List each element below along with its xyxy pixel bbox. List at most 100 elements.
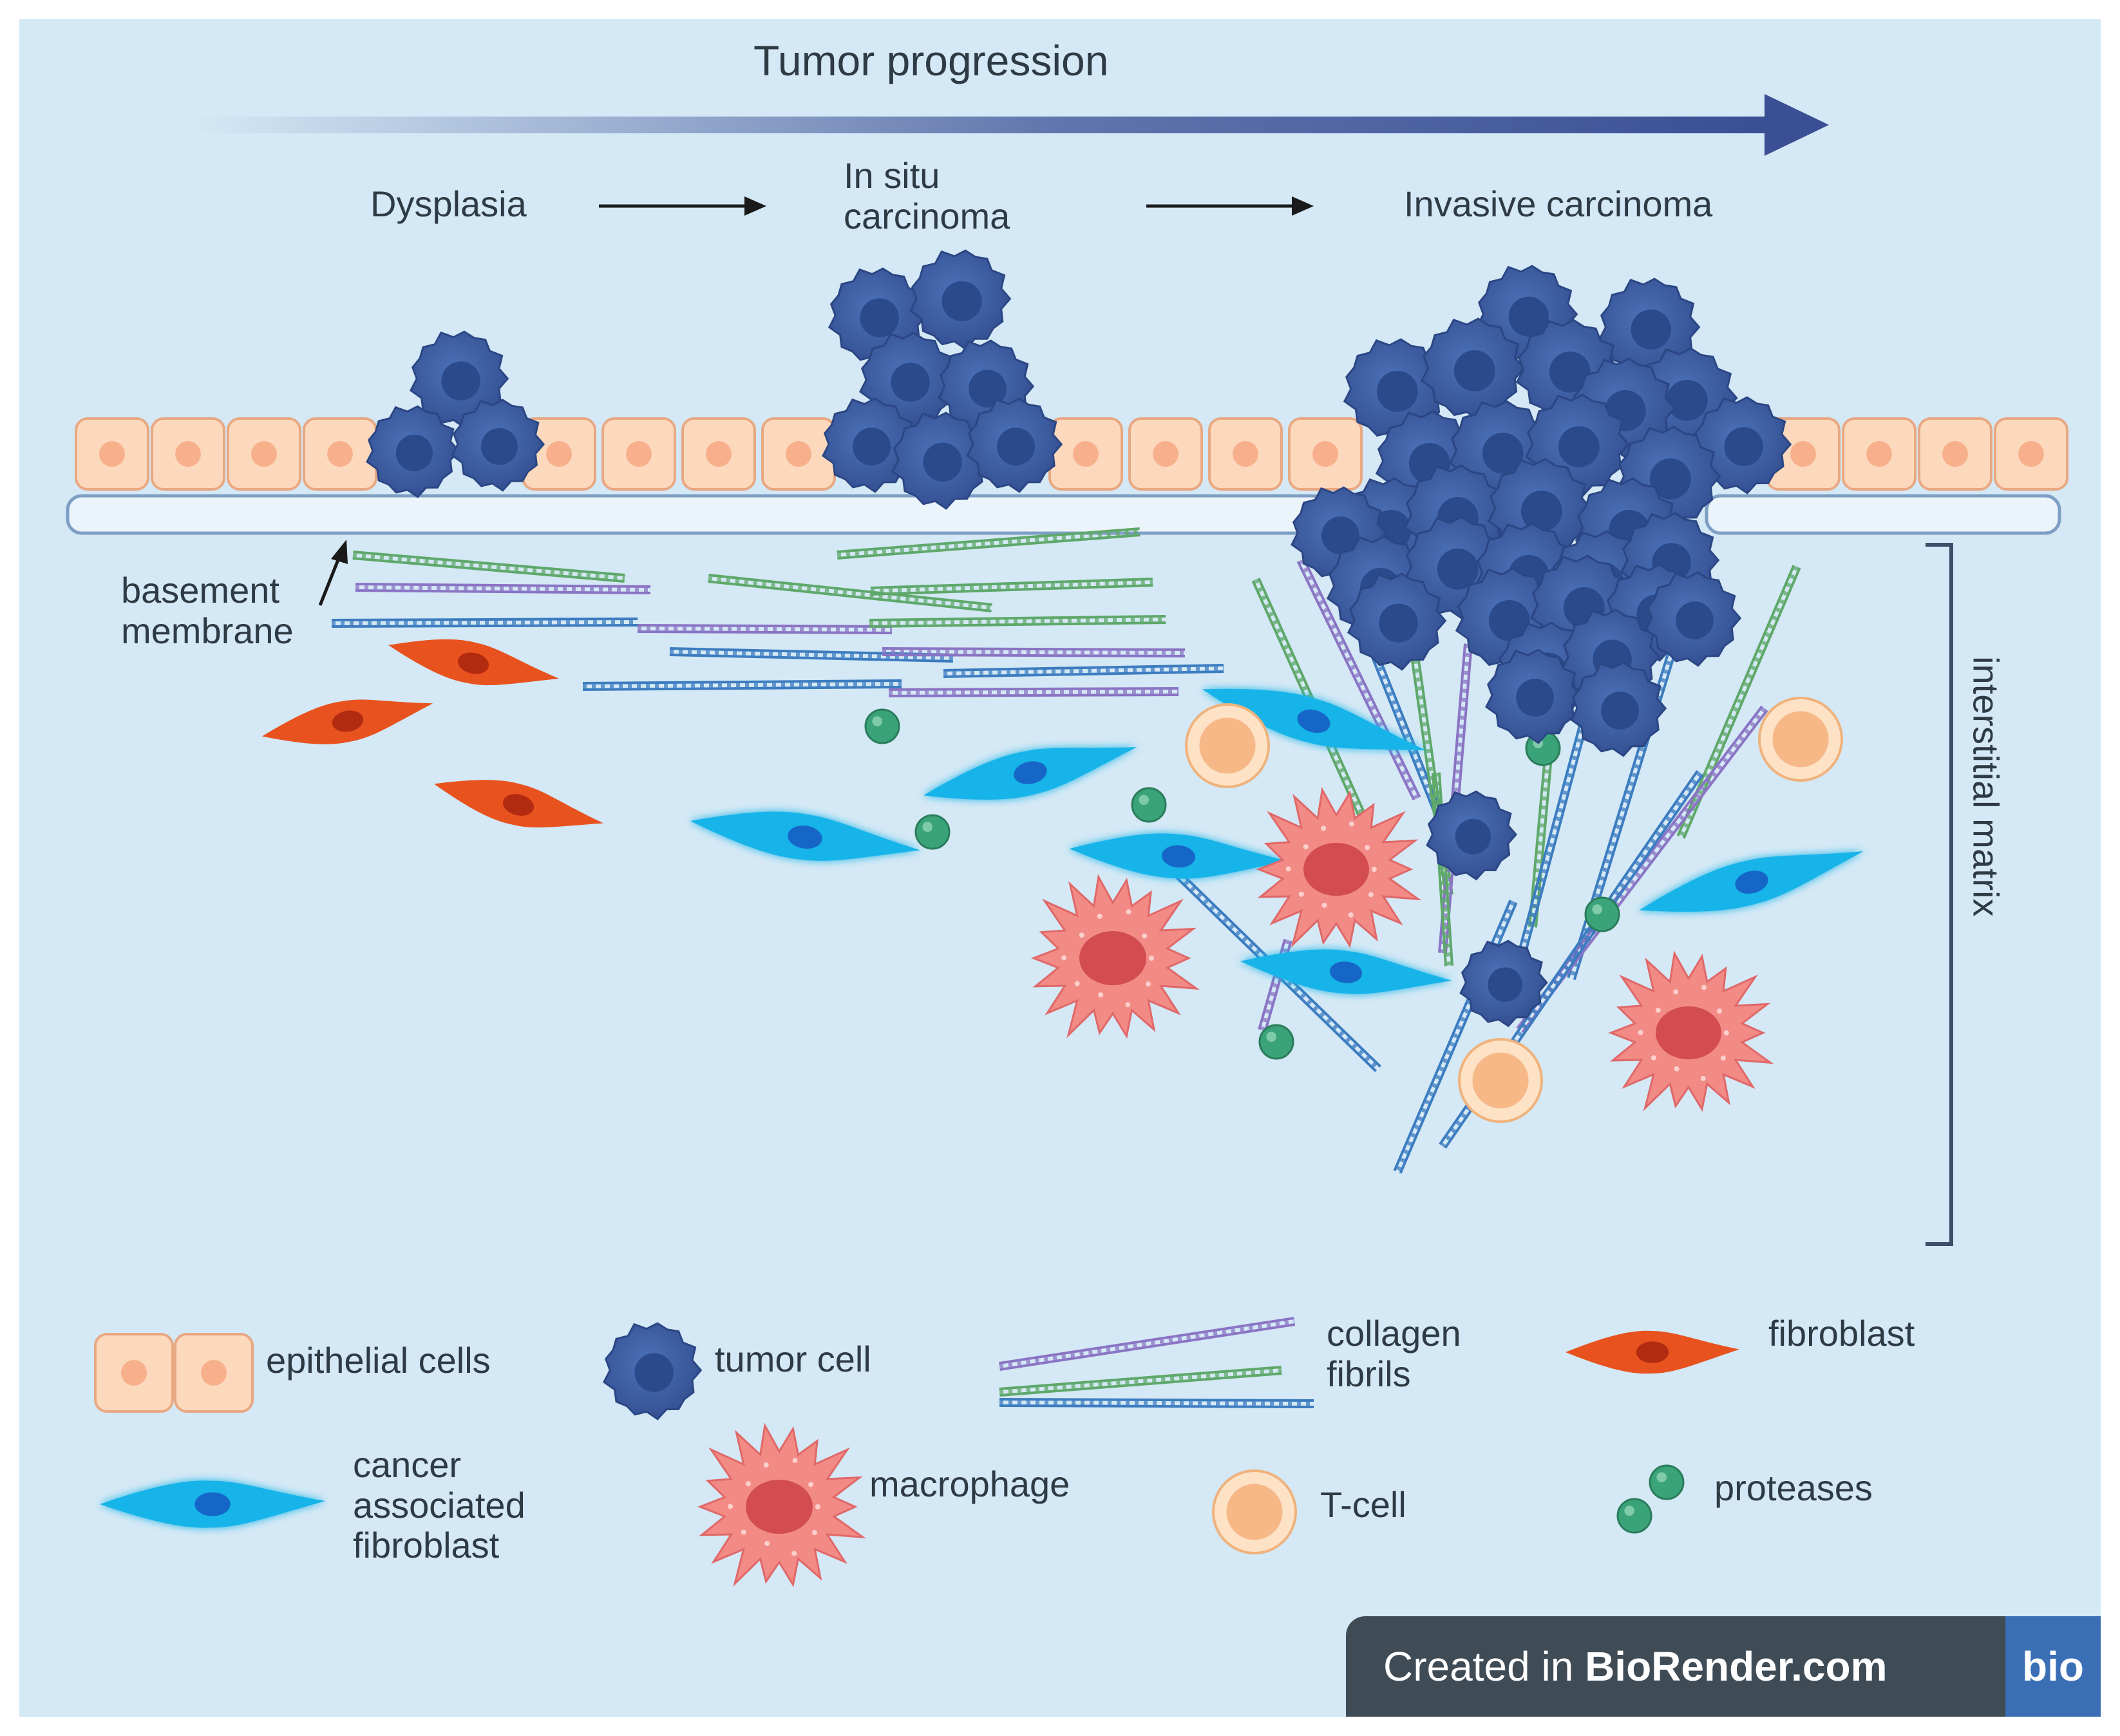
collagen-fibril bbox=[837, 527, 1140, 560]
protease bbox=[1584, 896, 1620, 932]
epithelial-layer bbox=[75, 417, 2068, 491]
collagen-fibril bbox=[582, 679, 902, 691]
t-cell bbox=[1458, 1038, 1543, 1123]
epithelial-cell bbox=[1208, 417, 1283, 491]
collagen-fibril bbox=[637, 624, 893, 634]
cancer-associated-fibroblast bbox=[690, 811, 920, 861]
interstitial-matrix-bracket bbox=[1926, 543, 1953, 1246]
collagen-fibril bbox=[888, 687, 1179, 697]
legend-icons bbox=[94, 1317, 1739, 1588]
epithelial-cell bbox=[1918, 417, 1992, 491]
protease bbox=[1616, 1498, 1652, 1534]
collagen-fibril bbox=[999, 1398, 1314, 1408]
basement-membrane bbox=[66, 494, 2061, 535]
tumor-cell bbox=[1459, 939, 1548, 1028]
macrophage bbox=[1256, 786, 1422, 948]
legend-label-tcell: T-cell bbox=[1320, 1484, 1406, 1525]
legend-label-caf: cancer associated fibroblast bbox=[353, 1444, 525, 1566]
epithelial-cell bbox=[174, 1333, 254, 1413]
collagen-fibril bbox=[708, 574, 992, 612]
legend-label-macrophage: macrophage bbox=[869, 1464, 1070, 1504]
legend-fibroblast-icon bbox=[1566, 1330, 1739, 1374]
biorender-logo-icon: bio bbox=[2005, 1616, 2101, 1717]
collagen-fibril bbox=[331, 618, 638, 628]
cancer-associated-fibroblast bbox=[1240, 949, 1452, 994]
collagen-fibril bbox=[998, 1317, 1296, 1371]
tumor-cell bbox=[1485, 648, 1582, 744]
cancer-associated-fibroblasts bbox=[690, 688, 1864, 994]
macrophage bbox=[1030, 874, 1200, 1039]
epithelial-cell bbox=[1288, 417, 1363, 491]
protease bbox=[1131, 787, 1167, 823]
protease bbox=[1649, 1464, 1685, 1500]
legend-label-epithelial: epithelial cells bbox=[266, 1340, 491, 1381]
tumor-cell bbox=[1343, 338, 1448, 442]
tumor-cell bbox=[1420, 317, 1526, 421]
basement-membrane-pointer bbox=[318, 540, 348, 606]
epithelial-cell bbox=[303, 417, 377, 491]
tumor-cell bbox=[366, 405, 460, 498]
cancer-associated-fibroblast bbox=[923, 747, 1137, 800]
stage-arrow-2 bbox=[1146, 196, 1314, 216]
epithelial-cell bbox=[94, 1333, 174, 1413]
tumor-cell bbox=[966, 397, 1063, 493]
tumor-cell bbox=[891, 411, 991, 510]
protease bbox=[864, 708, 900, 744]
stage-label-in-situ: In situ carcinoma bbox=[844, 155, 1010, 236]
legend-label-collagen: collagen fibrils bbox=[1327, 1313, 1461, 1394]
diagram-title: Tumor progression bbox=[753, 37, 1109, 84]
legend-label-fibroblast: fibroblast bbox=[1768, 1313, 1915, 1354]
fibroblast bbox=[434, 780, 604, 827]
cancer-associated-fibroblast bbox=[1069, 833, 1288, 879]
collagen-fibril bbox=[1296, 558, 1421, 801]
legend-label-tumor: tumor cell bbox=[715, 1339, 871, 1379]
tumor-cell bbox=[909, 249, 1012, 350]
biorender-credit: Created in BioRender.com bbox=[1383, 1643, 1888, 1690]
protease bbox=[1258, 1024, 1294, 1060]
fibroblast bbox=[388, 639, 559, 686]
tumor-cell bbox=[1347, 572, 1447, 671]
collagen-fibrils bbox=[331, 527, 1801, 1174]
epithelial-cell bbox=[1994, 417, 2068, 491]
tumor-cell bbox=[1645, 571, 1742, 667]
collagen-fibril bbox=[999, 1366, 1282, 1397]
collagen-fibril bbox=[1509, 720, 1589, 986]
epithelial-cell bbox=[75, 417, 149, 491]
collagen-fibril bbox=[882, 647, 1186, 657]
tumor-cell bbox=[1426, 790, 1517, 881]
collagen-fibril bbox=[352, 551, 625, 583]
macrophage bbox=[697, 1422, 866, 1588]
epithelial-cell bbox=[1842, 417, 1917, 491]
legend-caf-icon bbox=[100, 1480, 325, 1528]
t-cell bbox=[1212, 1469, 1297, 1554]
fibroblasts bbox=[262, 639, 604, 827]
epithelial-cell bbox=[227, 417, 301, 491]
tumor-cell bbox=[1570, 661, 1667, 757]
tumor-cell bbox=[602, 1322, 703, 1420]
epithelial-cell bbox=[681, 417, 756, 491]
stage-arrow-1 bbox=[599, 196, 766, 216]
collagen-fibril bbox=[869, 615, 1166, 628]
tumor-cells bbox=[366, 249, 1792, 1028]
badge-prefix: Created in bbox=[1383, 1643, 1585, 1690]
epithelial-cell bbox=[522, 417, 596, 491]
epithelial-cell bbox=[601, 417, 676, 491]
epithelial-cell bbox=[1048, 417, 1123, 491]
epithelial-cell bbox=[1128, 417, 1203, 491]
cancer-associated-fibroblast bbox=[1202, 688, 1426, 751]
badge-brand: BioRender.com bbox=[1585, 1643, 1888, 1690]
stage-label-dysplasia: Dysplasia bbox=[370, 184, 527, 224]
collagen-fibril bbox=[870, 578, 1153, 596]
biorender-badge[interactable]: Created in BioRender.com bio bbox=[1346, 1616, 2101, 1717]
collagen-fibril bbox=[943, 664, 1224, 678]
cancer-associated-fibroblast bbox=[1639, 851, 1864, 912]
tumor-cell bbox=[451, 399, 545, 492]
epithelial-cell bbox=[151, 417, 225, 491]
interstitial-matrix-label: interstitial matrix bbox=[1965, 656, 2007, 917]
t-cell bbox=[1758, 697, 1843, 782]
legend-label-proteases: proteases bbox=[1714, 1467, 1873, 1508]
t-cell bbox=[1185, 703, 1270, 788]
macrophage bbox=[1608, 950, 1774, 1112]
collagen-fibril bbox=[355, 583, 651, 594]
